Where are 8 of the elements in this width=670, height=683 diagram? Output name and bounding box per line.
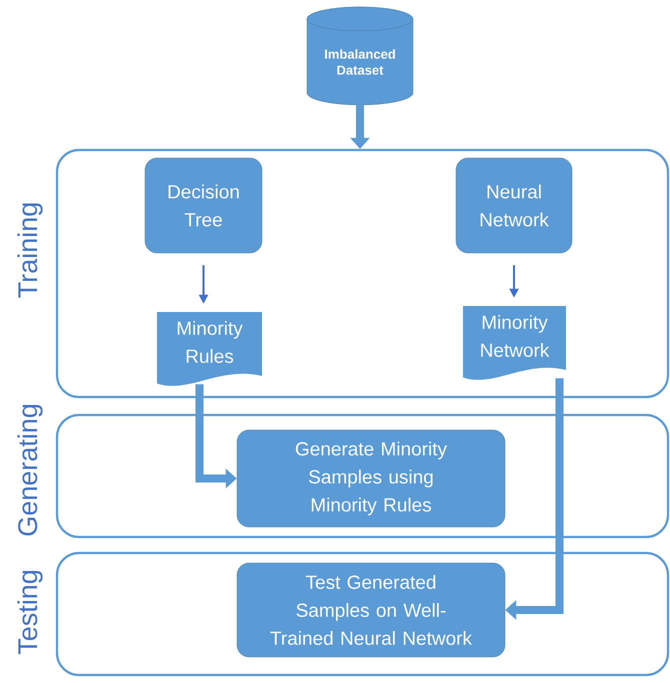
stage-label: Training [17,203,43,298]
process-box: Neural Network [456,158,572,254]
process-box: Test Generated Samples on Well-Trained Neural Network [236,562,506,658]
stage-label: Testing [17,570,43,654]
database-cylinder: Imbalanced Dataset [306,6,414,106]
process-box: Decision Tree [144,158,262,254]
process-box: Generate Minority Samples using Minority Rules [236,430,506,528]
stage-label: Generating [17,404,43,536]
